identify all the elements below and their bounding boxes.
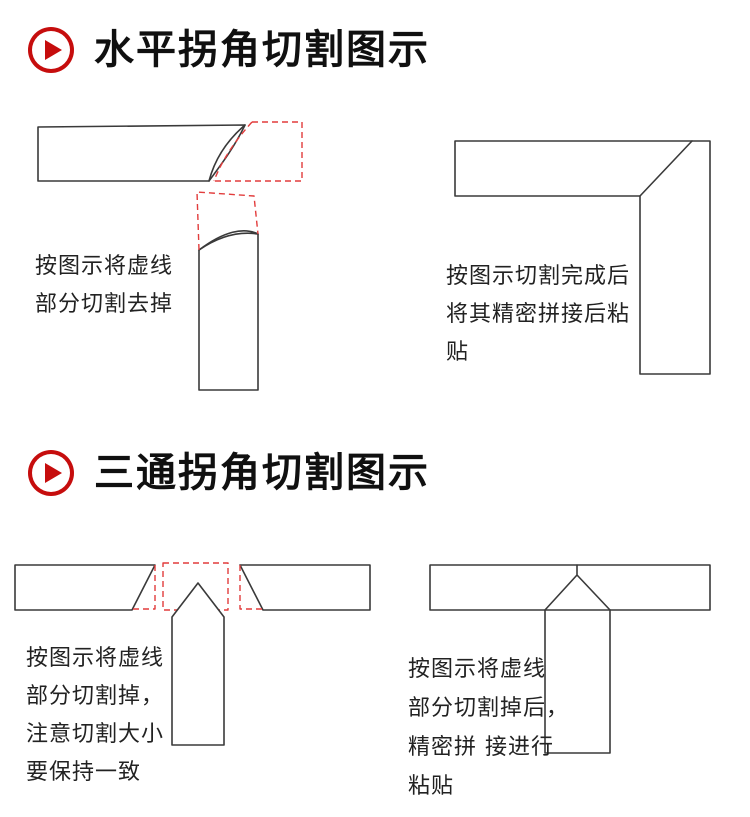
tee-corner-assembled-diagram: [429, 564, 711, 754]
cut-face-curve-2: [198, 230, 259, 251]
section-header-horizontal: 水平拐角切割图示: [28, 26, 430, 74]
caption-tee-left: 按图示将虚线 部分切割掉， 注意切割大小 要保持一致: [26, 646, 165, 785]
play-badge-icon: [28, 450, 74, 496]
section-title-tee: 三通拐角切割图示: [94, 450, 430, 496]
waste-cut-dashed: [213, 121, 253, 182]
tee-seam-lines: [544, 564, 611, 611]
caption-tee-right: 按图示将虚线 部分切割掉后， 精密拼 接进行 粘贴: [408, 657, 570, 799]
horizontal-strip: [37, 124, 246, 182]
section-title-horizontal: 水平拐角切割图示: [94, 27, 430, 73]
left-strip: [14, 564, 156, 611]
vertical-strip-pointed: [171, 582, 225, 746]
middle-waste-box-dashed: [162, 562, 229, 611]
play-triangle-icon: [45, 40, 62, 60]
caption-horizontal-right: 按图示切割完成后 将其精密拼接后粘 贴: [446, 264, 631, 365]
assembled-tee-outline: [429, 564, 711, 754]
horizontal-corner-cut-exploded-diagram: [37, 121, 303, 391]
play-triangle-icon: [45, 463, 62, 483]
vertical-strip: [198, 232, 259, 391]
right-strip: [239, 564, 371, 611]
horizontal-corner-assembled-diagram: [454, 140, 711, 375]
section-header-tee: 三通拐角切割图示: [28, 449, 430, 497]
tee-corner-cut-exploded-diagram: [14, 562, 371, 746]
caption-horizontal-left: 按图示将虚线 部分切割去掉: [35, 254, 174, 317]
miter-seam-line: [639, 140, 693, 197]
right-waste-dashed: [239, 565, 262, 610]
play-badge-icon: [28, 27, 74, 73]
waste-region-dashed-2: [196, 191, 259, 251]
left-waste-dashed: [133, 565, 156, 610]
waste-region-dashed: [214, 121, 303, 182]
assembled-corner-outline: [454, 140, 711, 375]
